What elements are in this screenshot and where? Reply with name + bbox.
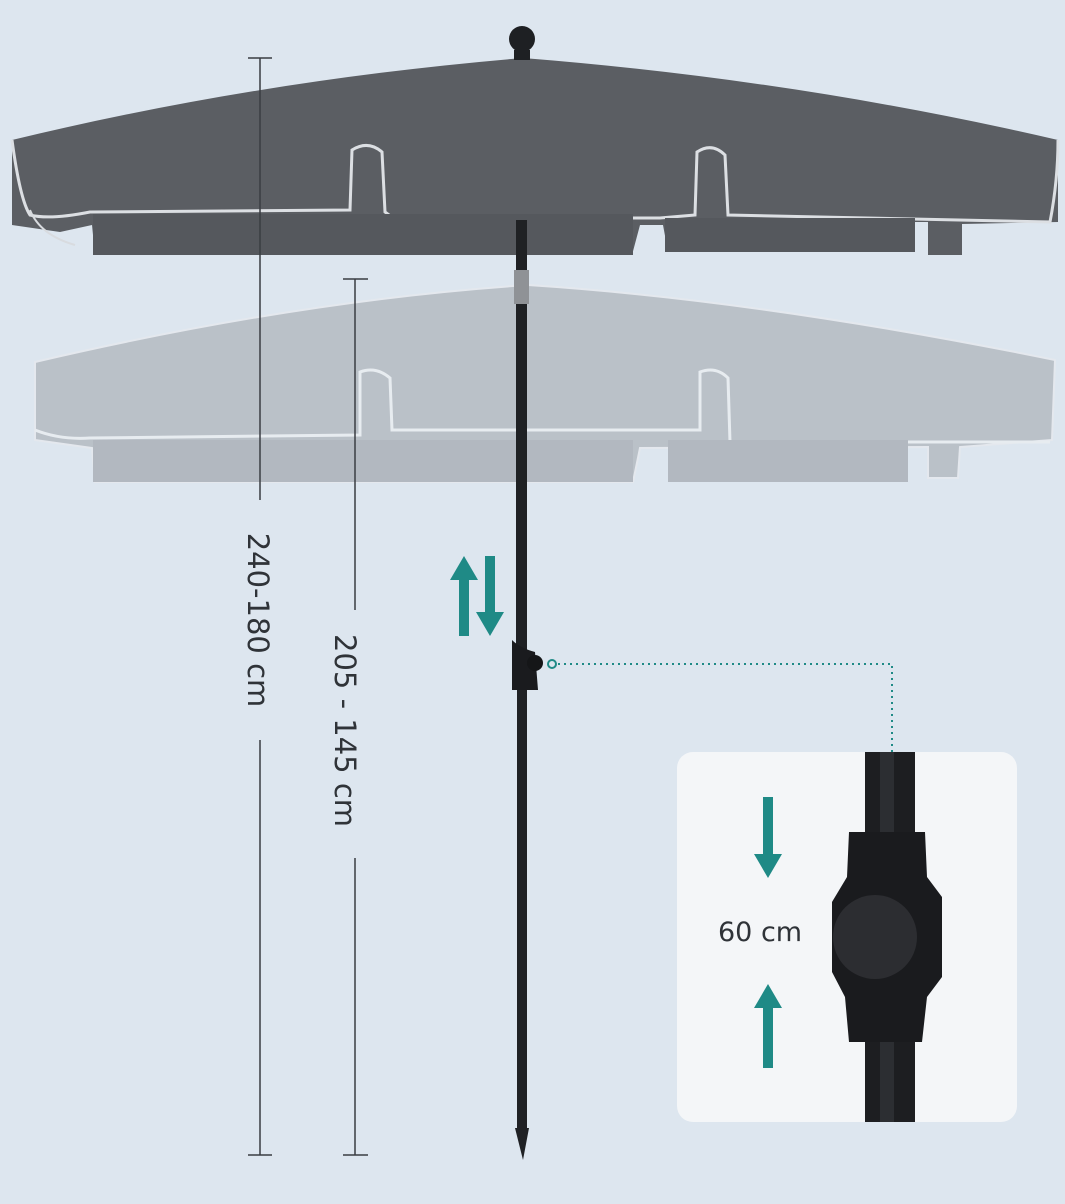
lowered-umbrella-canopy bbox=[34, 283, 1057, 483]
tilt-joint-closeup bbox=[832, 752, 942, 1122]
tilt-distance-label: 60 cm bbox=[718, 917, 803, 948]
outer-height-label: 240-180 cm bbox=[241, 532, 275, 708]
tilt-mechanism-inset bbox=[677, 752, 1017, 1122]
arrow-up-icon bbox=[754, 984, 782, 1068]
umbrella-pole bbox=[512, 220, 543, 1160]
inner-height-dimension-line bbox=[343, 278, 368, 1156]
inner-height-label: 205 - 145 cm bbox=[328, 634, 362, 828]
callout-leader-line bbox=[547, 659, 893, 752]
outer-height-dimension-line bbox=[248, 57, 272, 1156]
up-down-arrows-icon bbox=[450, 556, 504, 636]
arrow-down-icon bbox=[754, 797, 782, 878]
umbrella-canopy bbox=[10, 26, 1060, 255]
